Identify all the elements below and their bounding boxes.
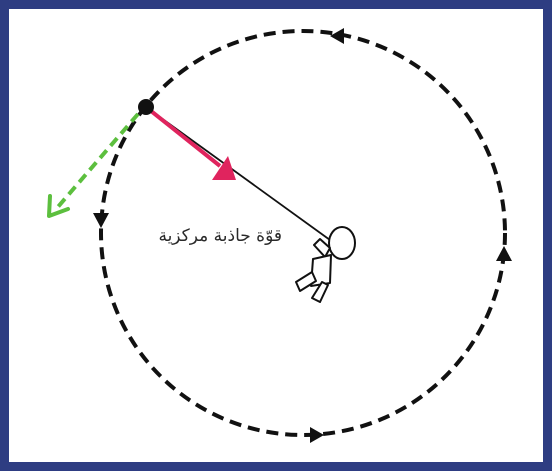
orbit-arrow-bottom (310, 427, 324, 443)
centripetal-arrow-head (212, 156, 236, 180)
person-swinging-ball-icon (296, 227, 355, 302)
ball (138, 99, 154, 115)
orbit-arrow-top (330, 28, 344, 44)
tangent-arrow-shaft (57, 114, 138, 208)
centripetal-arrow-shaft (146, 107, 220, 166)
centripetal-force-label: قوّة جاذبة مركزية (112, 226, 282, 246)
orbit-arrow-right (496, 246, 512, 261)
orbit-arrow-left (93, 213, 109, 228)
